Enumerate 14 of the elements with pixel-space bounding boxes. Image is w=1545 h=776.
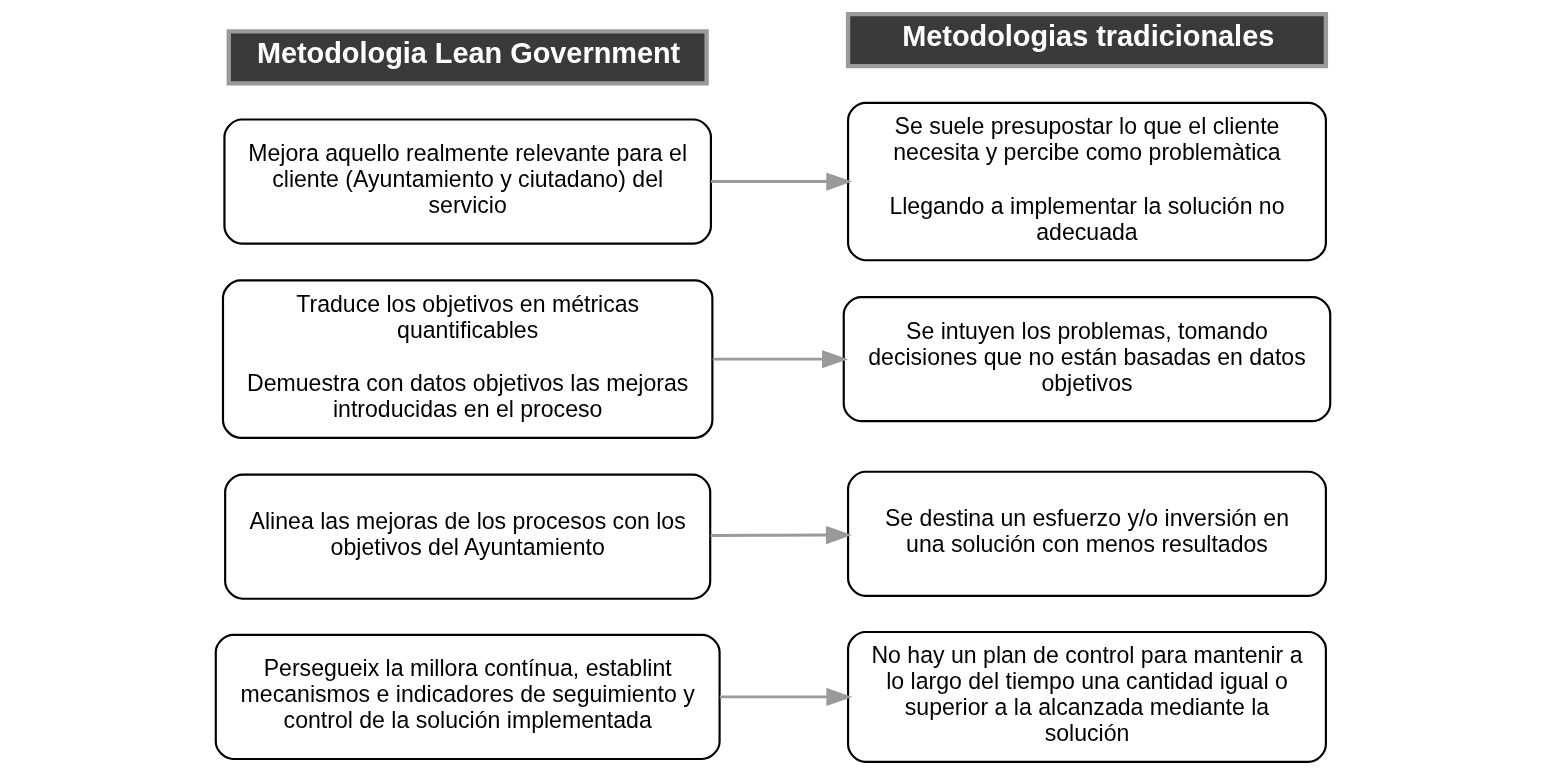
node-box: Mejora aquello realmente relevante para el cliente (Ayuntamiento y ciutadano) del servicio	[222, 118, 712, 245]
node-box: No hay un plan de control para mantenir a lo largo del tiempo una cantidad igual o superior a la alcanzada mediante la solución	[846, 630, 1327, 763]
arrow	[712, 350, 848, 369]
arrow	[710, 525, 852, 545]
node-box: Traduce los objetivos en métricas quantificables Demuestra con datos objetivos las mejoras introducidas en el proceso	[221, 279, 713, 439]
node-box: Se suele presupostar lo que el cliente necesita y percibe como problemàtica Llegando a implementar la solución no adecuada	[846, 101, 1327, 262]
node-box: Persegueix la millora contínua, establint mecanismos e indicadores de seguimiento y control de la solución implementada	[214, 633, 721, 761]
arrow	[719, 687, 852, 707]
node-box: Se destina un esfuerzo y/o inversión en una solución con menos resultados	[846, 470, 1327, 597]
node-box: Metodologia Lean Government	[226, 29, 709, 86]
arrow	[710, 172, 852, 191]
node-box: Metodologias tradicionales	[845, 11, 1328, 69]
node-box: Se intuyen los problemas, tomando decisiones que no están basadas en datos objetivos	[842, 295, 1331, 423]
node-box: Alinea las mejoras de los procesos con los objetivos del Ayuntamiento	[223, 473, 711, 600]
